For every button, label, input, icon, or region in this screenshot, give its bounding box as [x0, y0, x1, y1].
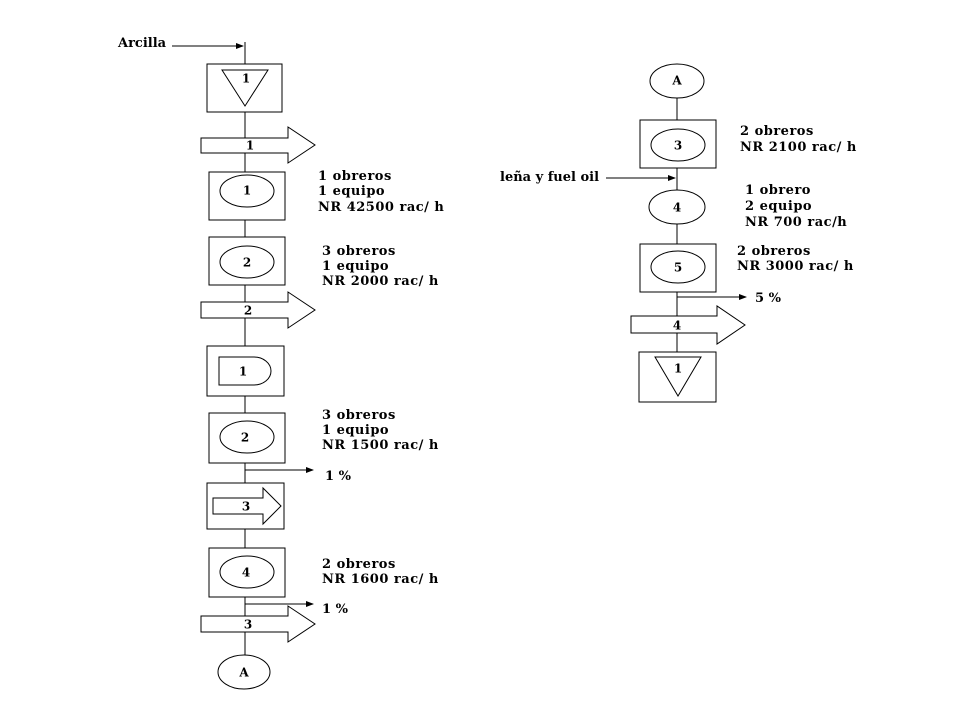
left-transport-1: 1 — [200, 126, 316, 164]
right-operation-3: 3 — [639, 119, 717, 169]
left-transport-3-label: 3 — [242, 500, 250, 514]
right-storage-1: 1 — [638, 351, 717, 403]
left-operation-2: 2 — [208, 236, 286, 286]
right-op4-note-3: NR 700 rac/h — [745, 215, 847, 230]
right-operation-3-label: 3 — [674, 139, 682, 153]
left-operation-4: 4 — [208, 547, 286, 598]
right-operation-5-label: 5 — [674, 261, 682, 275]
left-op2-note-1: 3 obreros — [322, 244, 396, 259]
left-op2b-note-1: 3 obreros — [322, 408, 396, 423]
left-operation-2-label: 2 — [243, 256, 251, 270]
left-operation-1-label: 1 — [243, 184, 251, 198]
left-transport-3: 3 — [206, 482, 285, 530]
right-operation-4-label: 4 — [673, 201, 681, 215]
left-transport-1-label: 1 — [246, 139, 254, 153]
left-loss-1-label: 1 % — [325, 469, 352, 484]
right-transport-4-label: 4 — [673, 319, 681, 333]
left-op2b-note-3: NR 1500 rac/ h — [322, 438, 439, 453]
left-op1-note-1: 1 obreros — [318, 169, 392, 184]
left-flow: Arcilla 1 1 1 1 obreros 1 equipo NR 4250… — [117, 36, 444, 690]
input-fuel-label: leña y fuel oil — [500, 170, 599, 185]
left-connector-a: A — [217, 654, 271, 690]
right-flow: A 3 2 obreros NR 2100 rac/ h leña y fuel… — [500, 63, 857, 403]
left-op2b-note-2: 1 equipo — [322, 423, 389, 438]
left-op2-note-3: NR 2000 rac/ h — [322, 274, 439, 289]
left-op2-note-2: 1 equipo — [322, 259, 389, 274]
left-transport-2: 2 — [200, 291, 316, 329]
left-delay-1: 1 — [206, 345, 285, 397]
right-op4-note-2: 2 equipo — [745, 199, 812, 214]
left-op4-note-1: 2 obreros — [322, 557, 396, 572]
left-operation-4-label: 4 — [242, 566, 250, 580]
right-operation-5: 5 — [639, 243, 717, 293]
left-delay-1-label: 1 — [239, 365, 247, 379]
left-connector-a-label: A — [238, 666, 249, 680]
right-op3-note-2: NR 2100 rac/ h — [740, 140, 857, 155]
right-connector-a-label: A — [671, 74, 682, 88]
right-op3-note-1: 2 obreros — [740, 124, 814, 139]
right-connector-a: A — [649, 63, 705, 99]
right-transport-4: 4 — [630, 305, 746, 345]
left-transport-3b: 3 — [200, 605, 316, 643]
left-operation-2b-label: 2 — [241, 431, 249, 445]
left-transport-3b-label: 3 — [244, 618, 252, 632]
left-op1-note-3: NR 42500 rac/ h — [318, 200, 444, 215]
left-operation-1: 1 — [208, 171, 286, 221]
left-transport-2-label: 2 — [244, 304, 252, 318]
right-operation-4: 4 — [648, 189, 706, 225]
right-op5-note-2: NR 3000 rac/ h — [737, 259, 854, 274]
right-storage-1-label: 1 — [674, 362, 682, 376]
left-loss-2-label: 1 % — [322, 602, 349, 617]
left-storage-1: 1 — [206, 63, 283, 113]
left-operation-2b: 2 — [208, 412, 286, 464]
right-op4-note-1: 1 obrero — [745, 183, 811, 198]
left-op4-note-2: NR 1600 rac/ h — [322, 572, 439, 587]
left-storage-1-label: 1 — [242, 72, 250, 86]
input-arcilla-label: Arcilla — [117, 36, 167, 51]
right-op5-note-1: 2 obreros — [737, 244, 811, 259]
right-loss-label: 5 % — [755, 291, 782, 306]
left-op1-note-2: 1 equipo — [318, 184, 385, 199]
